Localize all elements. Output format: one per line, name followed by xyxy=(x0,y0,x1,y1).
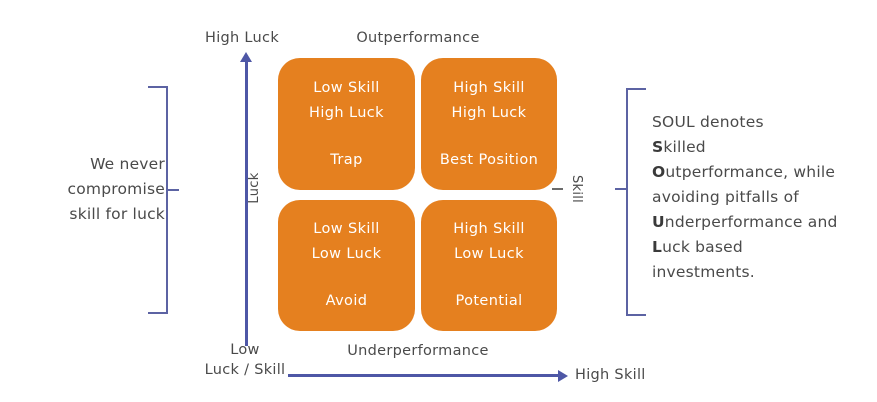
quadrant-bottom-right-line1: High Skill xyxy=(453,221,525,237)
right-bracket-top-tip xyxy=(626,88,646,90)
quadrant-top-right-line2: High Luck xyxy=(451,104,527,121)
x-axis-name-wrap: Skill xyxy=(558,175,594,203)
quadrant-top-right-verdict: Best Position xyxy=(439,151,539,168)
quadrant-bottom-left-line1: Low Skill xyxy=(313,221,380,237)
quadrant-bottom-right-line2: Low Luck xyxy=(454,246,524,262)
y-axis-high-label: High Luck xyxy=(205,30,280,46)
right-note-line-1: SOUL denotes xyxy=(652,113,764,131)
left-bracket-top-tip xyxy=(148,86,168,88)
quadrant-top-left-verdict: Trap xyxy=(330,151,363,168)
right-note-line-4: avoiding pitfalls of xyxy=(652,188,799,206)
right-bracket-bottom-tip xyxy=(626,314,646,316)
x-axis-line xyxy=(288,374,560,377)
right-note-line-5-rest: nderperformance and xyxy=(664,213,838,231)
y-axis-arrowhead xyxy=(240,52,252,62)
left-note-line-3: skill for luck xyxy=(69,205,165,223)
right-note-line-3-rest: utperformance, while xyxy=(665,163,836,181)
left-bracket-center-nub xyxy=(168,189,179,191)
quadrant-top-left-line1: Low Skill xyxy=(313,79,380,96)
y-axis-name-wrap: Luck xyxy=(235,172,275,203)
quadrant-bottom-right[interactable]: High Skill Low Luck Potential xyxy=(421,200,557,331)
right-note-line-5: Underperformance and xyxy=(652,210,862,235)
left-note-line-1: We never xyxy=(90,155,165,173)
right-note-line-6: Luck based xyxy=(652,235,862,260)
quadrant-top-right-line1: High Skill xyxy=(453,79,525,96)
quadrant-top-left[interactable]: Low Skill High Luck Trap xyxy=(278,58,415,190)
soul-letter-s: S xyxy=(652,138,664,156)
y-axis-name: Luck xyxy=(247,172,262,204)
right-note: SOUL denotes Skilled Outperformance, whi… xyxy=(652,110,862,285)
right-note-line-2: Skilled xyxy=(652,135,862,160)
soul-letter-o: O xyxy=(652,163,666,181)
quadrant-bottom-left-line2: Low Luck xyxy=(311,246,382,262)
left-note: We never compromise skill for luck xyxy=(60,152,165,227)
origin-label: Low Luck / Skill xyxy=(190,340,300,380)
quadrant-bottom-right-verdict: Potential xyxy=(455,293,523,309)
left-bracket-stem xyxy=(166,86,168,314)
underperformance-label: Underperformance xyxy=(347,343,489,359)
right-bracket-center-nub xyxy=(615,188,626,190)
origin-label-line-1: Low xyxy=(230,342,260,358)
right-note-line-2-rest: killed xyxy=(663,138,706,156)
origin-label-line-2: Luck / Skill xyxy=(204,362,286,378)
right-bracket-stem xyxy=(626,88,628,316)
right-note-line-6-rest: uck based xyxy=(662,238,743,256)
right-note-line-7: investments. xyxy=(652,263,755,281)
outperformance-label: Outperformance xyxy=(356,30,480,46)
x-axis-high-label: High Skill xyxy=(575,367,646,383)
left-bracket-bottom-tip xyxy=(148,312,168,314)
quadrant-bottom-left[interactable]: Low Skill Low Luck Avoid xyxy=(278,200,415,331)
x-axis-name-tick xyxy=(552,188,563,190)
quadrant-top-right[interactable]: High Skill High Luck Best Position xyxy=(421,58,557,190)
right-note-line-3: Outperformance, while xyxy=(652,160,862,185)
soul-letter-l: L xyxy=(652,238,663,256)
x-axis-arrowhead xyxy=(558,369,568,382)
soul-letter-u: U xyxy=(652,213,665,231)
quadrant-bottom-left-verdict: Avoid xyxy=(325,293,368,309)
left-note-line-2: compromise xyxy=(67,180,165,198)
x-axis-name: Skill xyxy=(569,174,584,204)
y-axis-line xyxy=(244,61,248,346)
quadrant-top-left-line2: High Luck xyxy=(309,104,384,121)
